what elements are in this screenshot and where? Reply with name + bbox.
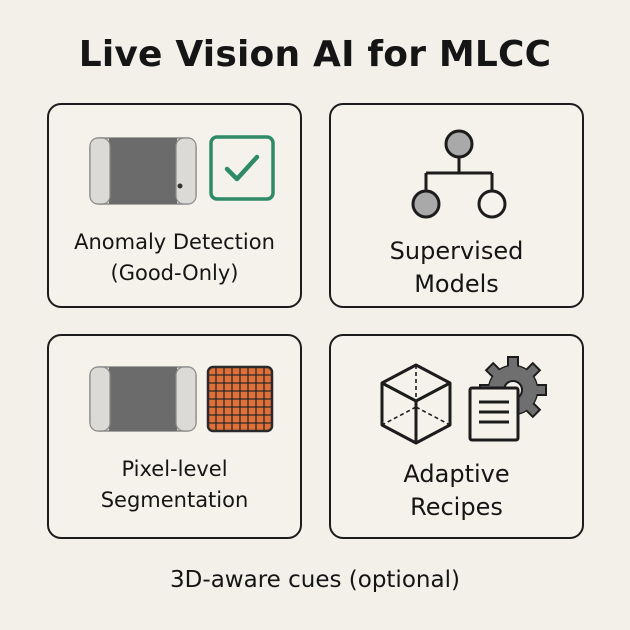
card-label: Pixel-level Segmentation [49,454,300,516]
card-label-line-2: Segmentation [100,488,249,512]
card-anomaly-detection: Anomaly Detection (Good-Only) [47,103,302,308]
card-label: Supervised Models [331,235,582,301]
gear-document-icon [468,356,547,442]
footer-caption: 3D-aware cues (optional) [170,567,460,593]
page-title: Live Vision AI for MLCC [78,34,552,75]
cube-3d-icon [380,363,452,445]
card-label-line-2: Recipes [410,493,503,521]
card-pixel-segmentation: Pixel-level Segmentation [47,334,302,539]
card-label-line-1: Adaptive [403,460,510,488]
checkmark-icon [209,135,275,201]
tree-hierarchy-icon [411,129,507,219]
mlcc-chip-icon [89,137,197,205]
card-label: Anomaly Detection (Good-Only) [49,227,300,289]
card-supervised-models: Supervised Models [329,103,584,308]
card-label: Adaptive Recipes [331,458,582,524]
mlcc-chip-icon [89,366,197,432]
card-adaptive-recipes: Adaptive Recipes [329,334,584,539]
segmentation-grid-icon [206,365,274,433]
card-label-line-1: Pixel-level [121,457,228,481]
card-label-line-1: Supervised [389,237,524,265]
card-label-line-1: Anomaly Detection [74,230,275,254]
card-label-line-2: Models [414,270,499,298]
card-label-line-2: (Good-Only) [110,261,239,285]
